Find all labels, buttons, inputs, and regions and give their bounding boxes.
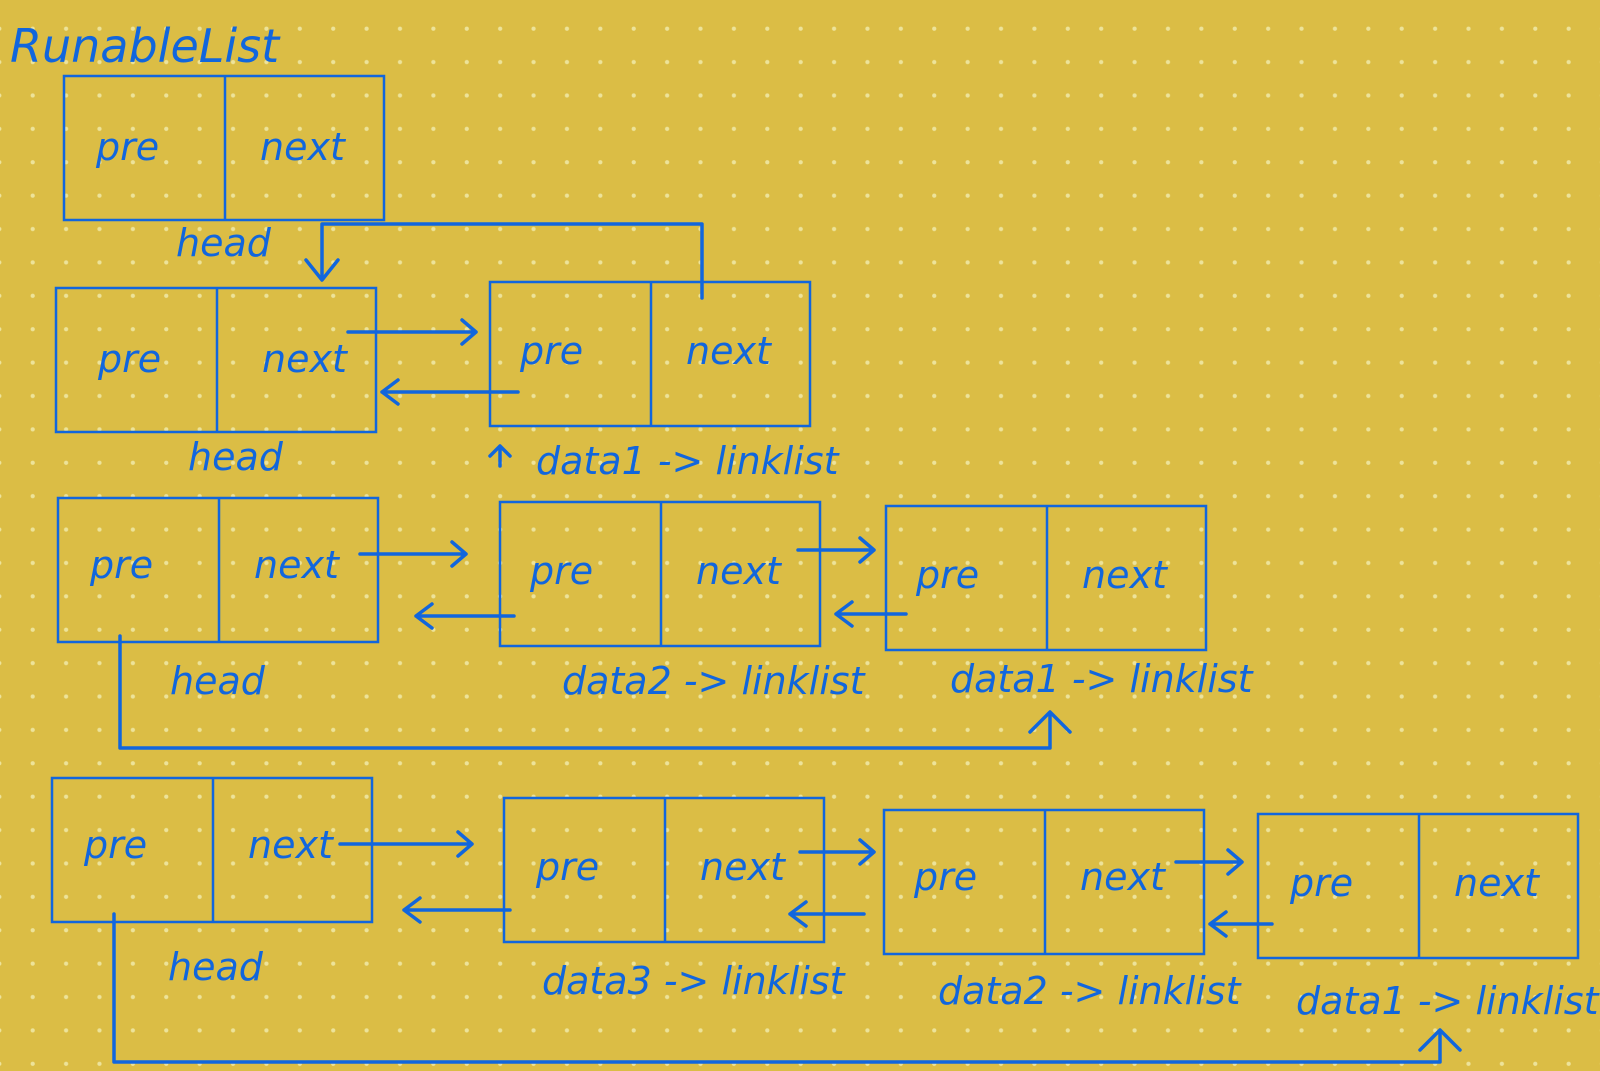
list-node-row4-data2: pre next data2 -> linklist <box>882 808 1243 1013</box>
node-label: head <box>188 435 284 479</box>
pre-cell: pre <box>95 125 159 169</box>
node-label: data3 -> linklist <box>542 959 847 1003</box>
pre-arrow-row2-data1-to-head <box>380 378 520 406</box>
list-node-row3-data1: pre next data1 -> linklist <box>884 504 1255 701</box>
arrowhead-up-row4 <box>1418 1028 1462 1052</box>
circular-link-row2 <box>320 222 704 300</box>
diagram-title: RunableList <box>10 19 281 73</box>
pre-cell: pre <box>83 823 147 867</box>
row-2: pre next head pre next data1 -> linklist <box>54 280 841 483</box>
next-cell: next <box>1080 855 1167 899</box>
pre-arrow-row3-data2-to-head <box>414 602 516 630</box>
node-label: data2 -> linklist <box>938 969 1243 1013</box>
next-cell: next <box>700 845 787 889</box>
row-3: pre next head pre next data2 -> linklist… <box>56 496 1255 703</box>
next-cell: next <box>254 543 341 587</box>
row-1: pre next head <box>62 74 386 265</box>
next-arrow-row4-data2-to-data1 <box>1174 848 1244 876</box>
pre-cell: pre <box>1289 861 1353 905</box>
next-cell: next <box>1082 553 1169 597</box>
row-4: pre next head pre next data3 -> linklist… <box>50 776 1600 1023</box>
pre-cell: pre <box>89 543 153 587</box>
next-cell: next <box>1454 861 1541 905</box>
list-node-row4-data3: pre next data3 -> linklist <box>502 796 847 1003</box>
node-label: head <box>170 659 266 703</box>
node-label: data2 -> linklist <box>562 659 867 703</box>
list-node-row4-head: pre next head <box>50 776 374 989</box>
pre-cell: pre <box>519 329 583 373</box>
loop-line-row3 <box>118 634 1052 750</box>
pre-arrow-row4-data2-to-data3 <box>788 900 866 928</box>
connectors <box>112 222 1462 1064</box>
small-up-arrow-row2 <box>488 444 512 468</box>
next-arrow-row2-head-to-data1 <box>346 318 478 346</box>
next-cell: next <box>696 549 783 593</box>
list-node-row3-data2: pre next data2 -> linklist <box>498 500 867 703</box>
list-node-row1-head: pre next head <box>62 74 386 265</box>
pre-cell: pre <box>535 845 599 889</box>
list-node-row3-head: pre next head <box>56 496 380 703</box>
node-label: head <box>168 945 264 989</box>
list-node-row4-data1: pre next data1 -> linklist <box>1256 812 1600 1023</box>
node-label: data1 -> linklist <box>536 439 841 483</box>
list-node-row2-data1: pre next data1 -> linklist <box>488 280 841 483</box>
next-cell: next <box>686 329 773 373</box>
next-arrow-row3-data2-to-data1 <box>796 536 876 564</box>
node-label: data1 -> linklist <box>1296 979 1600 1023</box>
next-arrow-row3-head-to-data2 <box>358 540 468 568</box>
arrowhead-down-row2 <box>304 258 340 282</box>
next-arrow-row4-head-to-data3 <box>338 830 474 858</box>
next-cell: next <box>248 823 335 867</box>
next-arrow-row4-data3-to-data2 <box>798 838 876 866</box>
node-label: data1 -> linklist <box>950 657 1255 701</box>
pre-arrow-row4-data3-to-head <box>402 896 512 924</box>
next-cell: next <box>262 337 349 381</box>
pre-arrow-row3-data1-to-data2 <box>834 600 908 628</box>
list-node-row2-head: pre next head <box>54 286 378 479</box>
next-cell: next <box>260 125 347 169</box>
pre-arrow-row4-data1-to-data2 <box>1208 910 1274 938</box>
arrowhead-up-row3 <box>1028 710 1072 734</box>
pre-cell: pre <box>529 549 593 593</box>
node-label: head <box>176 221 272 265</box>
pre-cell: pre <box>913 855 977 899</box>
pre-cell: pre <box>97 337 161 381</box>
loop-line-row4 <box>112 912 1442 1064</box>
pre-cell: pre <box>915 553 979 597</box>
